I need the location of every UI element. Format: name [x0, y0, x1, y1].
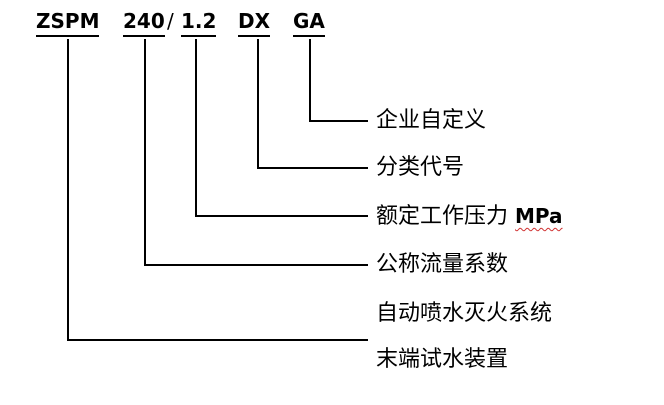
desc-pressure-unit: MPa — [515, 204, 563, 228]
desc-custom: 企业自定义 — [376, 108, 487, 133]
connector-flow-coefficient — [144, 39, 368, 266]
code-pressure: 1.2 — [181, 8, 217, 37]
connector-pressure — [195, 39, 368, 217]
code-separator: / — [167, 9, 174, 33]
code-flow-coefficient: 240 — [123, 8, 165, 37]
code-custom: GA — [293, 8, 325, 37]
desc-category: 分类代号 — [376, 155, 465, 180]
connector-category — [257, 39, 368, 169]
desc-pressure-label: 额定工作压力 — [376, 204, 509, 229]
desc-device: 末端试水装置 — [376, 347, 509, 372]
desc-pressure: 额定工作压力 MPa — [376, 202, 563, 231]
code-category: DX — [238, 8, 271, 37]
code-prefix: ZSPM — [36, 8, 100, 37]
desc-system: 自动喷水灭火系统 — [376, 301, 553, 326]
connector-custom — [309, 39, 368, 122]
connector-prefix — [67, 39, 368, 341]
desc-flow-coefficient: 公称流量系数 — [376, 252, 509, 277]
